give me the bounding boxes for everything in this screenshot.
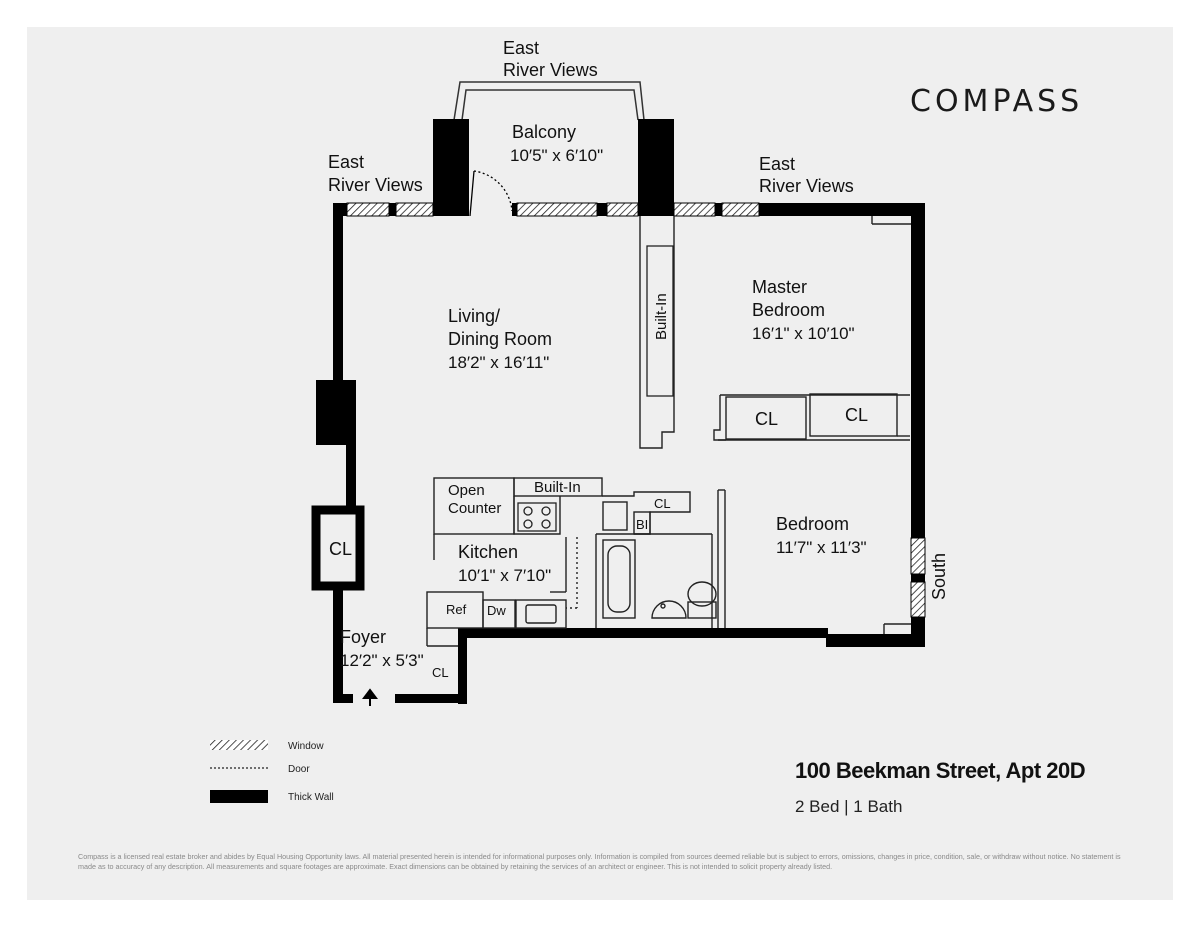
disclaimer-text: Compass is a licensed real estate broker…	[78, 852, 1121, 871]
legend-label: Door	[288, 763, 310, 775]
room-name-balcony: Balcony	[512, 122, 576, 142]
entry-arrow-icon	[362, 688, 378, 706]
room-name-living: Living/	[448, 306, 500, 326]
closet-label: CL	[845, 405, 868, 425]
room-name-living: Dining Room	[448, 329, 552, 349]
room-name-master: Bedroom	[752, 300, 825, 320]
room-name-master: Master	[752, 277, 807, 297]
closet-label: CL	[432, 665, 449, 680]
legend-label: Window	[288, 740, 324, 752]
legend-thick-wall-symbol	[210, 790, 268, 803]
room-dims-living: 18′2" x 16′11"	[448, 353, 549, 372]
balcony-door	[469, 170, 513, 217]
stove-icon	[517, 502, 557, 532]
refrigerator-label: Ref	[446, 602, 467, 617]
window	[395, 202, 434, 217]
dishwasher-label: Dw	[487, 603, 506, 618]
open-counter-label: Open	[448, 482, 485, 499]
thick-wall-column-left	[433, 119, 469, 216]
legend-item-door: Door	[210, 763, 310, 775]
open-counter-label: Counter	[448, 500, 501, 517]
window	[673, 202, 716, 217]
legend-window-symbol	[210, 740, 268, 750]
room-dims-balcony: 10′5" x 6′10"	[510, 146, 603, 165]
view-label-left: River Views	[328, 175, 423, 195]
south-wall-east	[826, 634, 925, 647]
south-wall-mid	[458, 628, 828, 638]
east-wall	[910, 203, 926, 647]
bathroom-fixtures	[595, 533, 717, 628]
room-name-kitchen: Kitchen	[458, 542, 518, 562]
south-wall-foyer	[395, 694, 467, 703]
legend-item-thick-wall: Thick Wall	[210, 791, 334, 803]
listing-summary: 2 Bed | 1 Bath	[795, 797, 903, 816]
view-label-left: East	[328, 152, 364, 172]
west-wall	[311, 203, 365, 703]
view-label-top: East	[503, 38, 539, 58]
window	[346, 202, 390, 217]
room-dims-master: 16′1" x 10′10"	[752, 324, 855, 343]
bedroom-partition	[717, 216, 911, 634]
brand-logo: COMPASS	[910, 84, 1084, 119]
view-label-top: River Views	[503, 60, 598, 80]
window	[516, 202, 598, 217]
closet-label: CL	[329, 539, 352, 559]
kitchen-fixtures	[426, 477, 691, 647]
closet-label: CL	[654, 496, 671, 511]
thick-wall-column-right	[638, 119, 674, 216]
window	[606, 202, 639, 217]
built-in-small-label: BI	[636, 517, 648, 532]
room-name-bedroom: Bedroom	[776, 514, 849, 534]
room-dims-bedroom: 11′7" x 11′3"	[776, 538, 867, 557]
listing-address: 100 Beekman Street, Apt 20D	[795, 758, 1086, 783]
balcony-outline	[453, 81, 645, 121]
view-label-south: South	[929, 553, 949, 600]
view-label-right: River Views	[759, 176, 854, 196]
built-in-label: Built-In	[653, 293, 670, 340]
window	[910, 581, 926, 618]
floor-plan-sheet	[27, 27, 1173, 900]
room-dims-kitchen: 10′1" x 7′10"	[458, 566, 551, 585]
closet-label: CL	[755, 409, 778, 429]
window	[721, 202, 760, 217]
room-dims-foyer: 12′2" x 5′3"	[340, 651, 424, 670]
master-closets	[713, 393, 910, 441]
legend-label: Thick Wall	[288, 791, 334, 803]
south-wall-step	[458, 628, 467, 704]
thick-wall-pier-west	[316, 380, 356, 445]
room-name-foyer: Foyer	[340, 627, 386, 647]
built-in-label: Built-In	[534, 479, 581, 496]
north-wall	[333, 202, 925, 217]
legend-item-window: Window	[210, 740, 324, 752]
view-label-right: East	[759, 154, 795, 174]
built-in-cabinet	[639, 216, 675, 449]
window	[910, 537, 926, 575]
